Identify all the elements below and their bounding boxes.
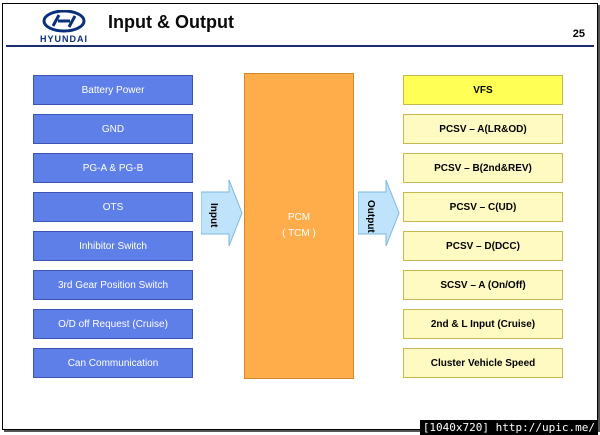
hyundai-logo: HYUNDAI — [29, 9, 99, 46]
output-box: SCSV – A (On/Off) — [403, 270, 563, 300]
input-box: Can Communication — [33, 348, 193, 378]
page-title: Input & Output — [108, 12, 234, 32]
input-arrow-label: Input — [208, 203, 219, 228]
hyundai-emblem-icon — [42, 9, 86, 33]
image-source-watermark: [1040x720] http://upic.me/ — [419, 420, 598, 435]
input-box: Inhibitor Switch — [33, 231, 193, 261]
output-arrow-label: Output — [365, 200, 376, 233]
input-box: OTS — [33, 192, 193, 222]
tcm-label: ( TCM ) — [282, 228, 316, 239]
input-box: GND — [33, 114, 193, 144]
header-divider — [6, 45, 594, 47]
input-box: 3rd Gear Position Switch — [33, 270, 193, 300]
input-box: PG-A & PG-B — [33, 153, 193, 183]
output-box: Cluster Vehicle Speed — [403, 348, 563, 378]
input-arrow-icon — [201, 180, 243, 246]
output-box: PCSV – D(DCC) — [403, 231, 563, 261]
input-box: O/D off Request (Cruise) — [33, 309, 193, 339]
slide: HYUNDAI Input & Output 25 Battery Power … — [2, 3, 598, 430]
output-arrow-icon — [358, 180, 400, 246]
pcm-label: PCM — [287, 212, 311, 223]
output-box: VFS — [403, 75, 563, 105]
output-box: 2nd & L Input (Cruise) — [403, 309, 563, 339]
pcm-controller-box: PCM ( TCM ) — [244, 73, 354, 379]
output-box: PCSV – B(2nd&REV) — [403, 153, 563, 183]
page-number: 25 — [572, 28, 585, 40]
output-box: PCSV – A(LR&OD) — [403, 114, 563, 144]
output-box: PCSV – C(UD) — [403, 192, 563, 222]
input-box: Battery Power — [33, 75, 193, 105]
logo-wordmark: HYUNDAI — [39, 34, 88, 44]
